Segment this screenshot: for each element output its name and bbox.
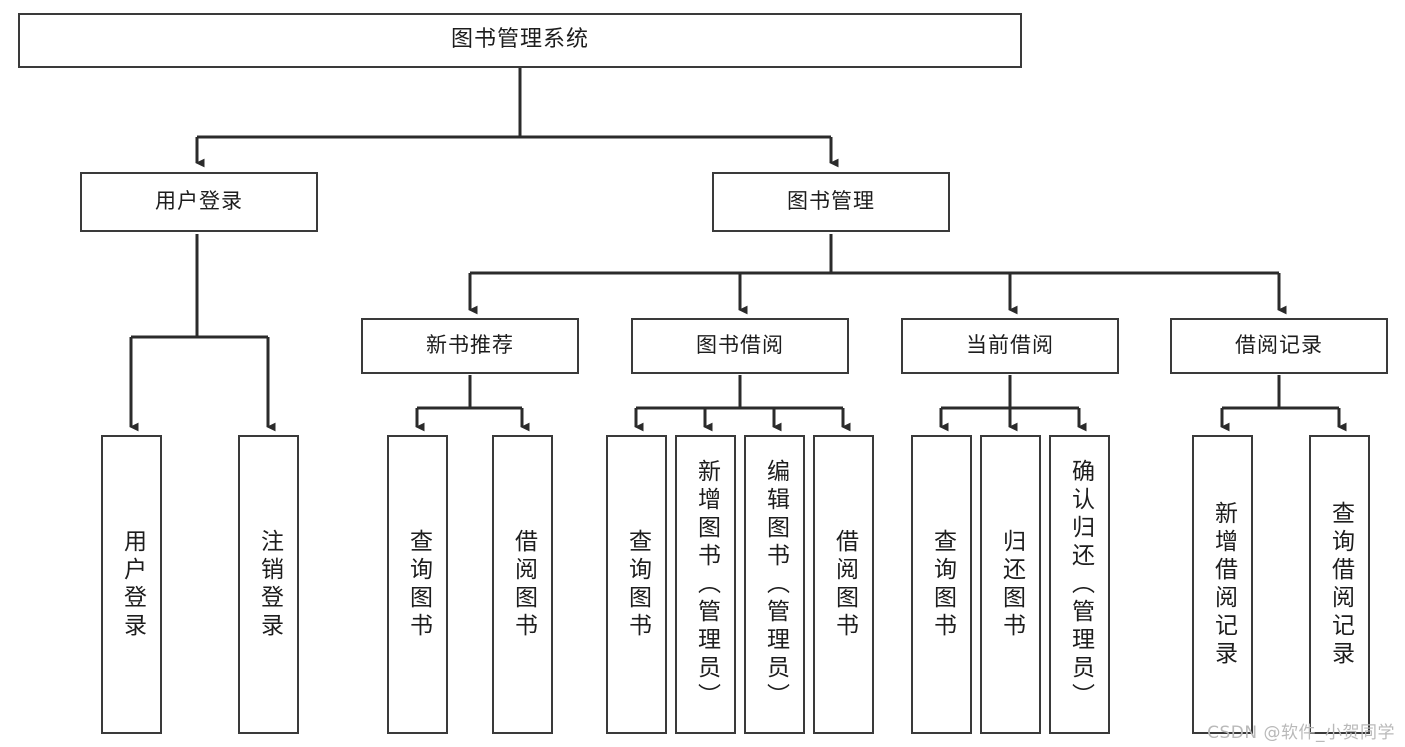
node-label: 查询图书 [624,528,651,641]
leaf-new-book-query[interactable]: 查询图书 [387,435,448,734]
node-book-borrow[interactable]: 图书借阅 [631,318,849,374]
leaf-user-login-logout[interactable]: 注销登录 [238,435,299,734]
node-new-book-recommend[interactable]: 新书推荐 [361,318,579,374]
leaf-current-return-book[interactable]: 归还图书 [980,435,1041,734]
leaf-record-add-record[interactable]: 新增借阅记录 [1192,435,1253,734]
leaf-new-book-borrow[interactable]: 借阅图书 [492,435,553,734]
node-label: 编辑图书（管理员） [762,458,789,711]
leaf-borrow-add-book-admin[interactable]: 新增图书（管理员） [675,435,736,734]
leaf-user-login-login[interactable]: 用户登录 [101,435,162,734]
node-label: 新增图书（管理员） [693,458,720,711]
node-label: 注销登录 [256,528,283,641]
node-current-borrow[interactable]: 当前借阅 [901,318,1119,374]
node-label: 查询借阅记录 [1327,500,1354,669]
node-label: 用户登录 [119,528,146,641]
node-borrow-record[interactable]: 借阅记录 [1170,318,1388,374]
node-label: 确认归还（管理员） [1067,458,1094,711]
leaf-current-confirm-return-admin[interactable]: 确认归还（管理员） [1049,435,1110,734]
leaf-record-query-record[interactable]: 查询借阅记录 [1309,435,1370,734]
node-label: 借阅图书 [831,528,858,641]
leaf-borrow-edit-book-admin[interactable]: 编辑图书（管理员） [744,435,805,734]
node-root-book-management-system[interactable]: 图书管理系统 [18,13,1022,68]
node-label: 新增借阅记录 [1210,500,1237,669]
node-label: 当前借阅 [966,333,1054,358]
node-label: 新书推荐 [426,333,514,358]
node-book-management[interactable]: 图书管理 [712,172,950,232]
node-label: 图书管理系统 [450,27,589,53]
node-label: 查询图书 [405,528,432,641]
node-label: 图书借阅 [696,333,784,358]
node-label: 图书管理 [787,189,875,214]
watermark: CSDN @软件_小贺同学 [1207,723,1395,743]
node-label: 查询图书 [929,528,956,641]
node-label: 借阅记录 [1235,333,1323,358]
leaf-current-query-book[interactable]: 查询图书 [911,435,972,734]
node-user-login[interactable]: 用户登录 [80,172,318,232]
leaf-borrow-borrow-book[interactable]: 借阅图书 [813,435,874,734]
node-label: 借阅图书 [510,528,537,641]
node-label: 用户登录 [155,189,243,214]
node-label: 归还图书 [998,528,1025,641]
leaf-borrow-query-book[interactable]: 查询图书 [606,435,667,734]
